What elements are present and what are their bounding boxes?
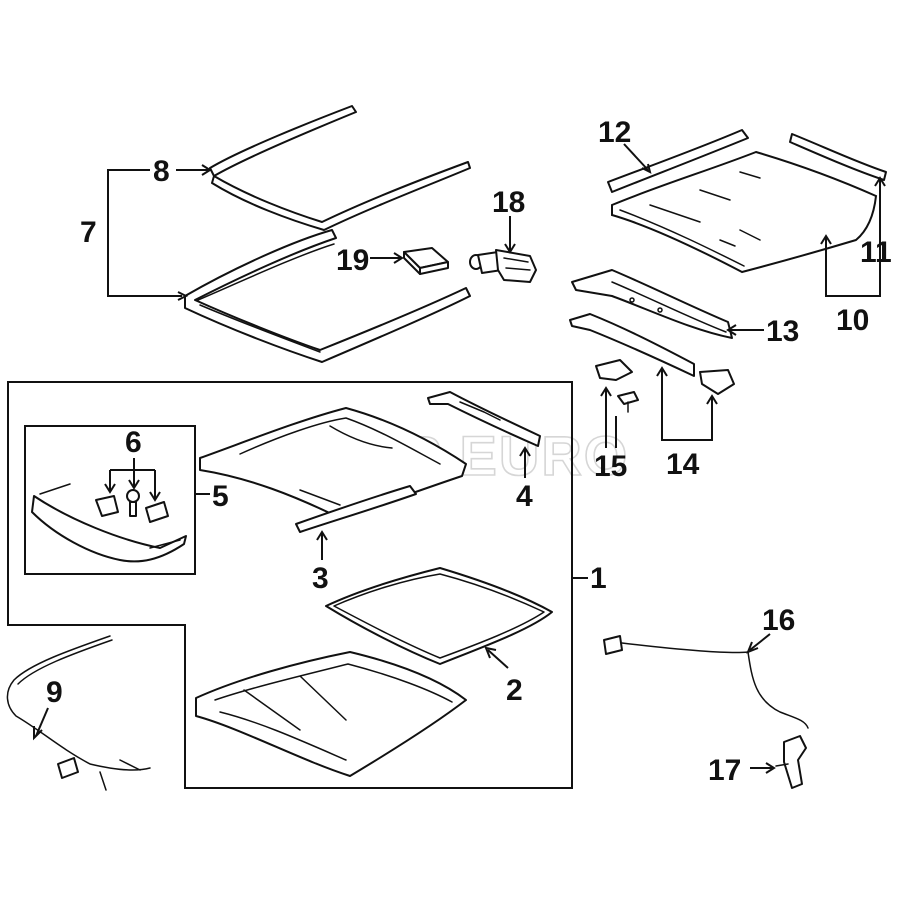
part-16-drive-cable[interactable] [603, 635, 809, 729]
callout-13: 13 [766, 315, 799, 348]
callout-12: 12 [598, 116, 631, 149]
part-15-clip[interactable] [595, 359, 639, 413]
callout-14: 14 [666, 448, 700, 481]
part-13-bracket[interactable] [571, 269, 733, 339]
part-3-rail[interactable] [295, 485, 417, 533]
part-11-seal-strip[interactable] [789, 133, 887, 181]
part-9-drain-hose[interactable] [6, 635, 151, 791]
callout-2: 2 [506, 674, 523, 707]
assembly-1-group-box [7, 381, 573, 789]
callout-9: 9 [46, 676, 63, 709]
part-7-panel-frame[interactable] [184, 229, 471, 363]
callout-7: 7 [80, 216, 97, 249]
part-4-front-bracket[interactable] [427, 391, 541, 447]
assembly-5-detail-box [24, 425, 196, 575]
callout-8: 8 [153, 155, 170, 188]
callout-5: 5 [212, 480, 229, 513]
part-6-fasteners[interactable] [95, 489, 169, 523]
callout-10: 10 [836, 304, 869, 337]
callout-18: 18 [492, 186, 525, 219]
part-8-weatherstrip[interactable] [209, 105, 471, 231]
part-19-module[interactable] [403, 247, 449, 275]
part-18-motor[interactable] [469, 249, 537, 283]
callout-11: 11 [860, 236, 892, 269]
part-12-seal[interactable] [607, 129, 749, 193]
part-14-guide-rail[interactable] [569, 313, 735, 395]
callout-4: 4 [516, 480, 533, 513]
leader-lines [33, 143, 886, 774]
callout-16: 16 [762, 604, 795, 637]
sunroof-housing[interactable] [195, 651, 467, 777]
callout-17: 17 [708, 754, 741, 787]
part-5-wind-deflector[interactable] [31, 483, 187, 563]
part-2-seal[interactable] [325, 567, 553, 665]
callout-6: 6 [125, 426, 142, 459]
callout-15: 15 [594, 450, 627, 483]
part-17-drain-valve[interactable] [775, 735, 807, 789]
callout-3: 3 [312, 562, 329, 595]
callout-1: 1 [590, 562, 607, 595]
part-10-glass-panel[interactable] [611, 150, 878, 274]
callout-labels: 1 2 3 4 5 6 7 8 9 10 11 12 13 14 15 16 1… [46, 116, 892, 787]
callout-19: 19 [336, 244, 369, 277]
